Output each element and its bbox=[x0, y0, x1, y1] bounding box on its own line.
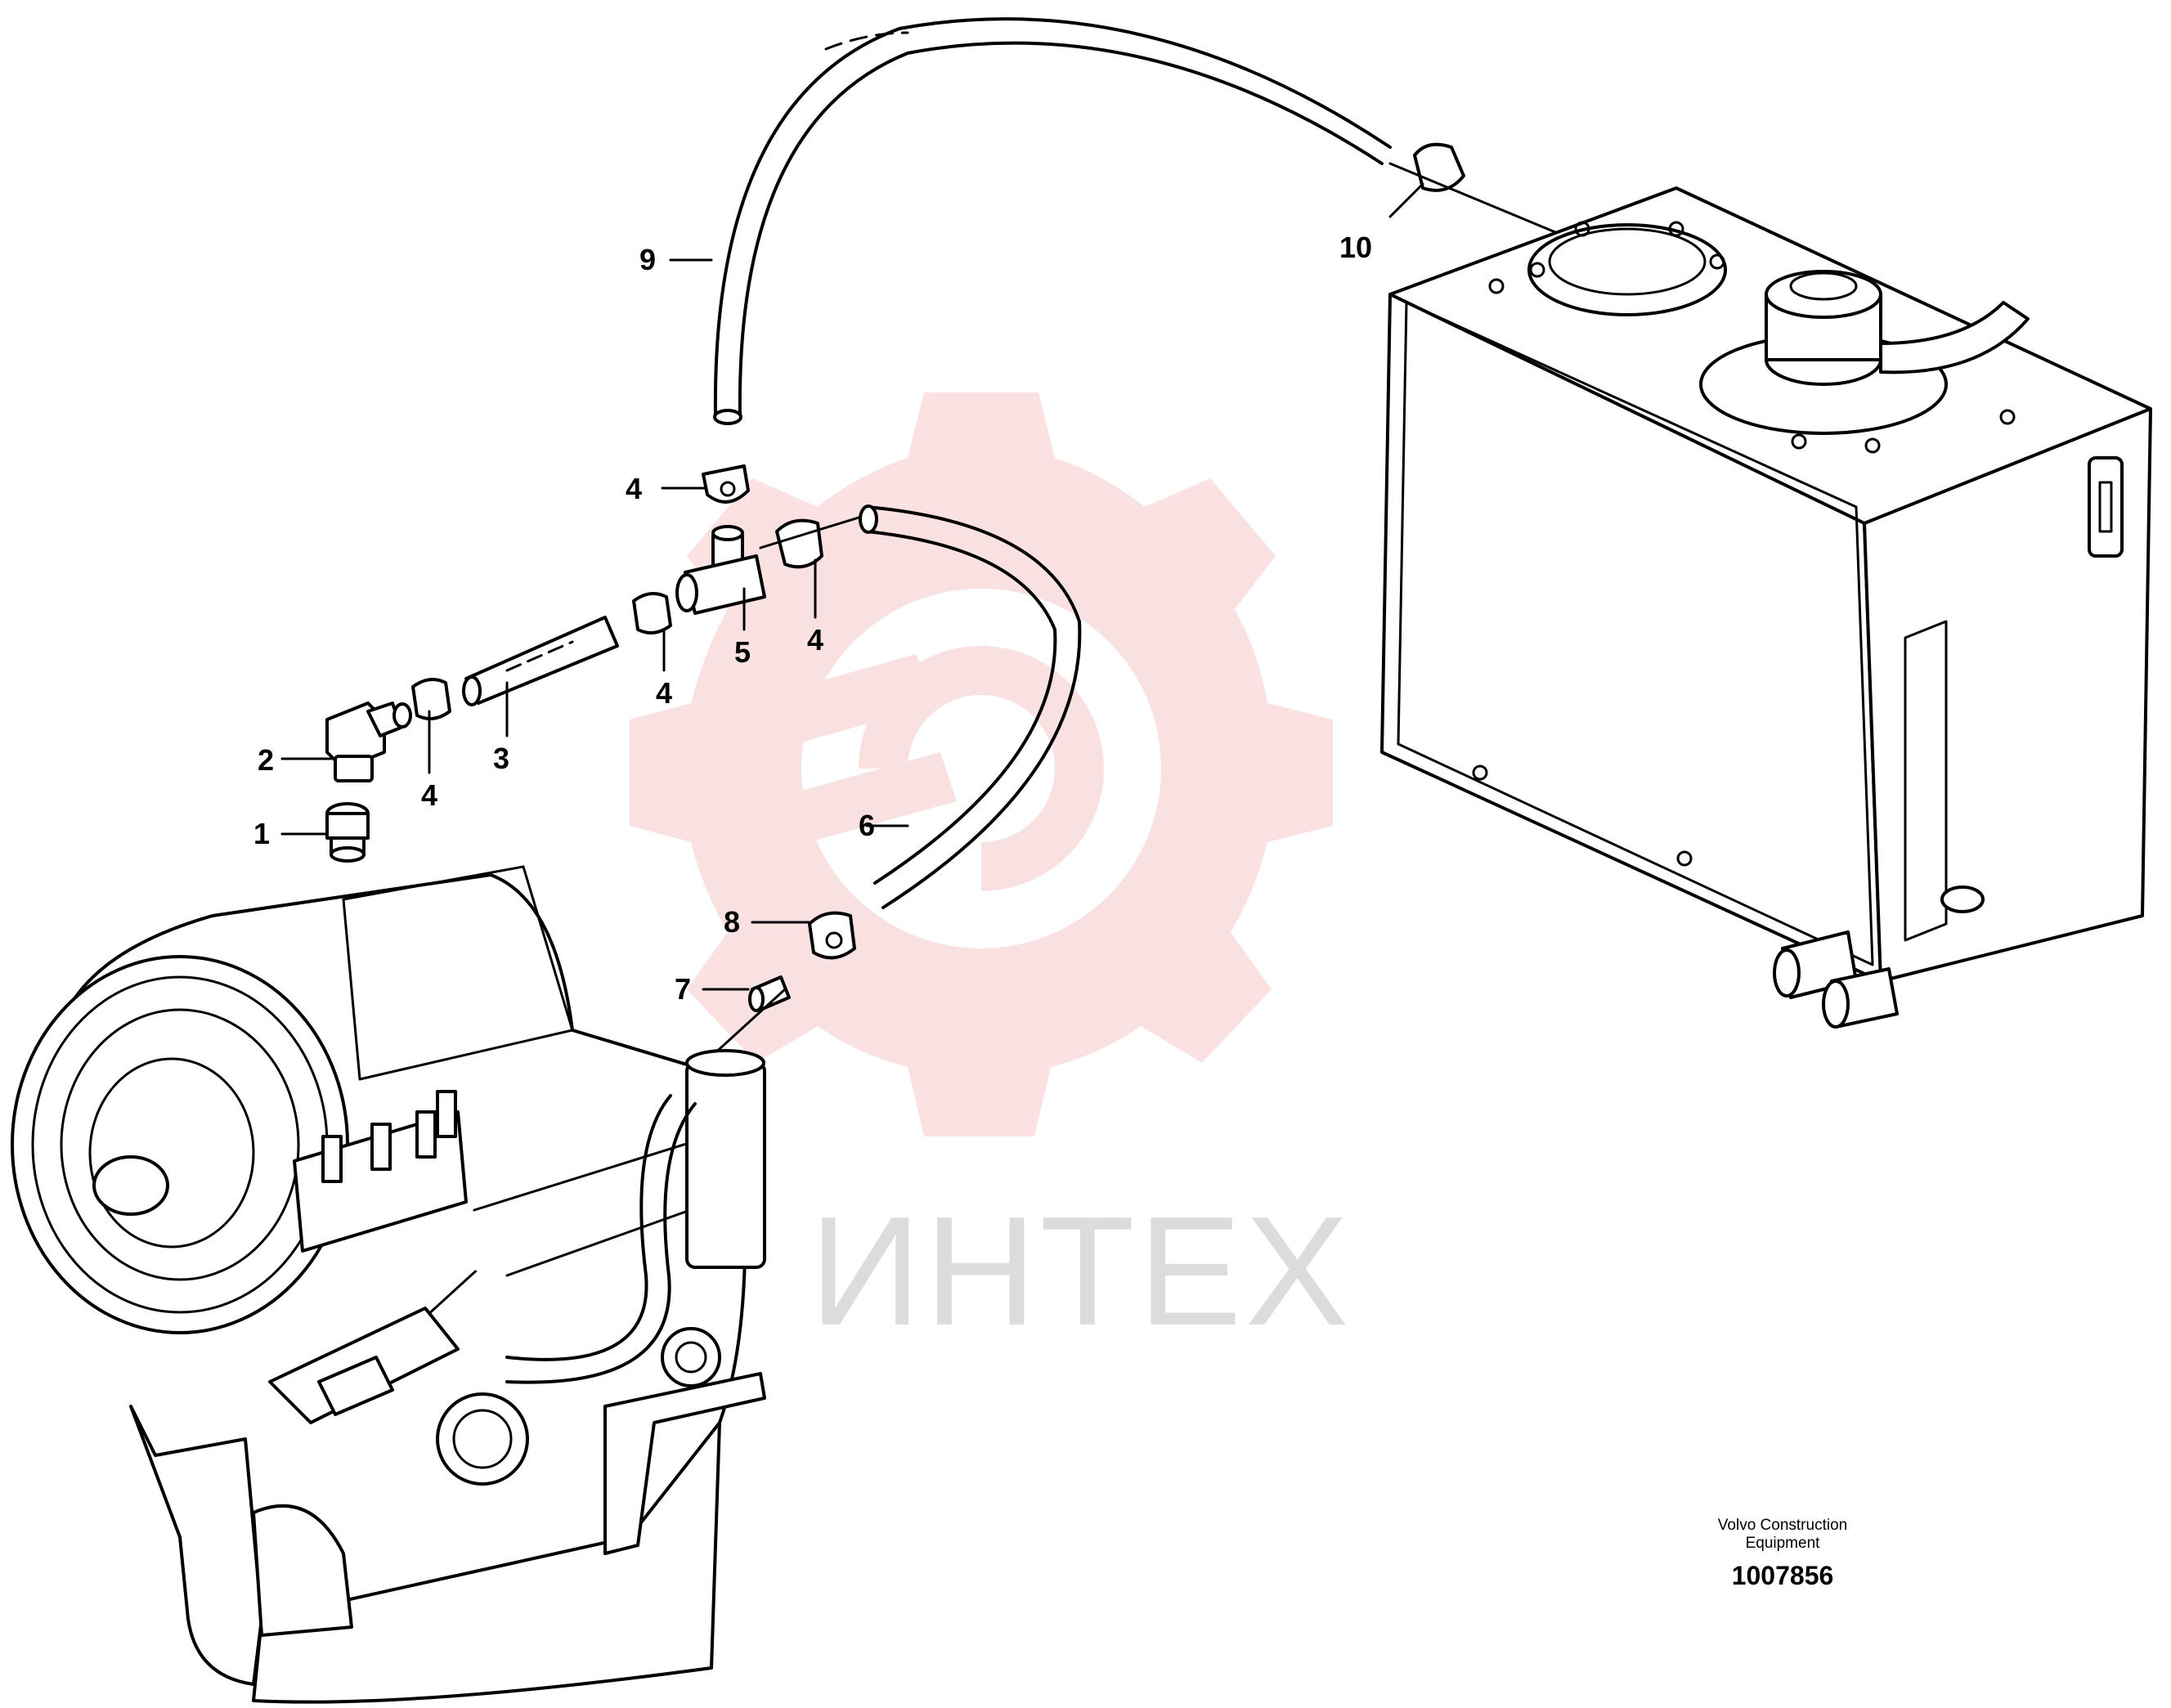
watermark-text: ИНТЕХ bbox=[810, 1185, 1352, 1358]
hose-6 bbox=[859, 504, 1082, 909]
callout-1: 1 bbox=[253, 817, 270, 850]
hydraulic-tank bbox=[1380, 186, 2152, 1029]
callout-4-right: 4 bbox=[807, 623, 823, 657]
footer-company-line1: Volvo Construction bbox=[1717, 1517, 1848, 1534]
callout-10: 10 bbox=[1339, 231, 1372, 264]
callout-5: 5 bbox=[734, 635, 751, 669]
callout-labels: 1 2 3 4 4 4 4 5 6 7 8 9 10 bbox=[253, 231, 1372, 1006]
callout-9: 9 bbox=[639, 243, 656, 276]
clamp-4-right bbox=[759, 513, 868, 569]
callout-4-top: 4 bbox=[626, 472, 642, 505]
nipple-1 bbox=[325, 802, 370, 863]
callout-3: 3 bbox=[493, 742, 509, 775]
pipe-3 bbox=[462, 616, 619, 706]
elbow-2 bbox=[325, 702, 412, 782]
clamp-4-left bbox=[411, 678, 451, 720]
footer-drawing-number: 1007856 bbox=[1731, 1561, 1834, 1590]
leader-lines bbox=[280, 182, 1424, 991]
callout-7: 7 bbox=[675, 972, 691, 1006]
transmission bbox=[11, 865, 766, 1704]
clamp-8 bbox=[808, 911, 856, 960]
footer-block: Volvo Construction Equipment 1007856 bbox=[1644, 1517, 1922, 1591]
callout-8: 8 bbox=[724, 905, 740, 939]
callout-4-left: 4 bbox=[421, 778, 437, 812]
footer-company-line2: Equipment bbox=[1745, 1535, 1820, 1552]
callout-2: 2 bbox=[258, 743, 274, 777]
clamp-4-top bbox=[702, 464, 750, 504]
watermark-gear-logo bbox=[630, 392, 1333, 1136]
callout-4-mid: 4 bbox=[656, 676, 672, 710]
tank-outlet-fittings bbox=[1773, 930, 1899, 1029]
callout-6: 6 bbox=[859, 809, 875, 842]
clamp-4-mid bbox=[632, 592, 672, 634]
hose-9 bbox=[713, 17, 1392, 425]
